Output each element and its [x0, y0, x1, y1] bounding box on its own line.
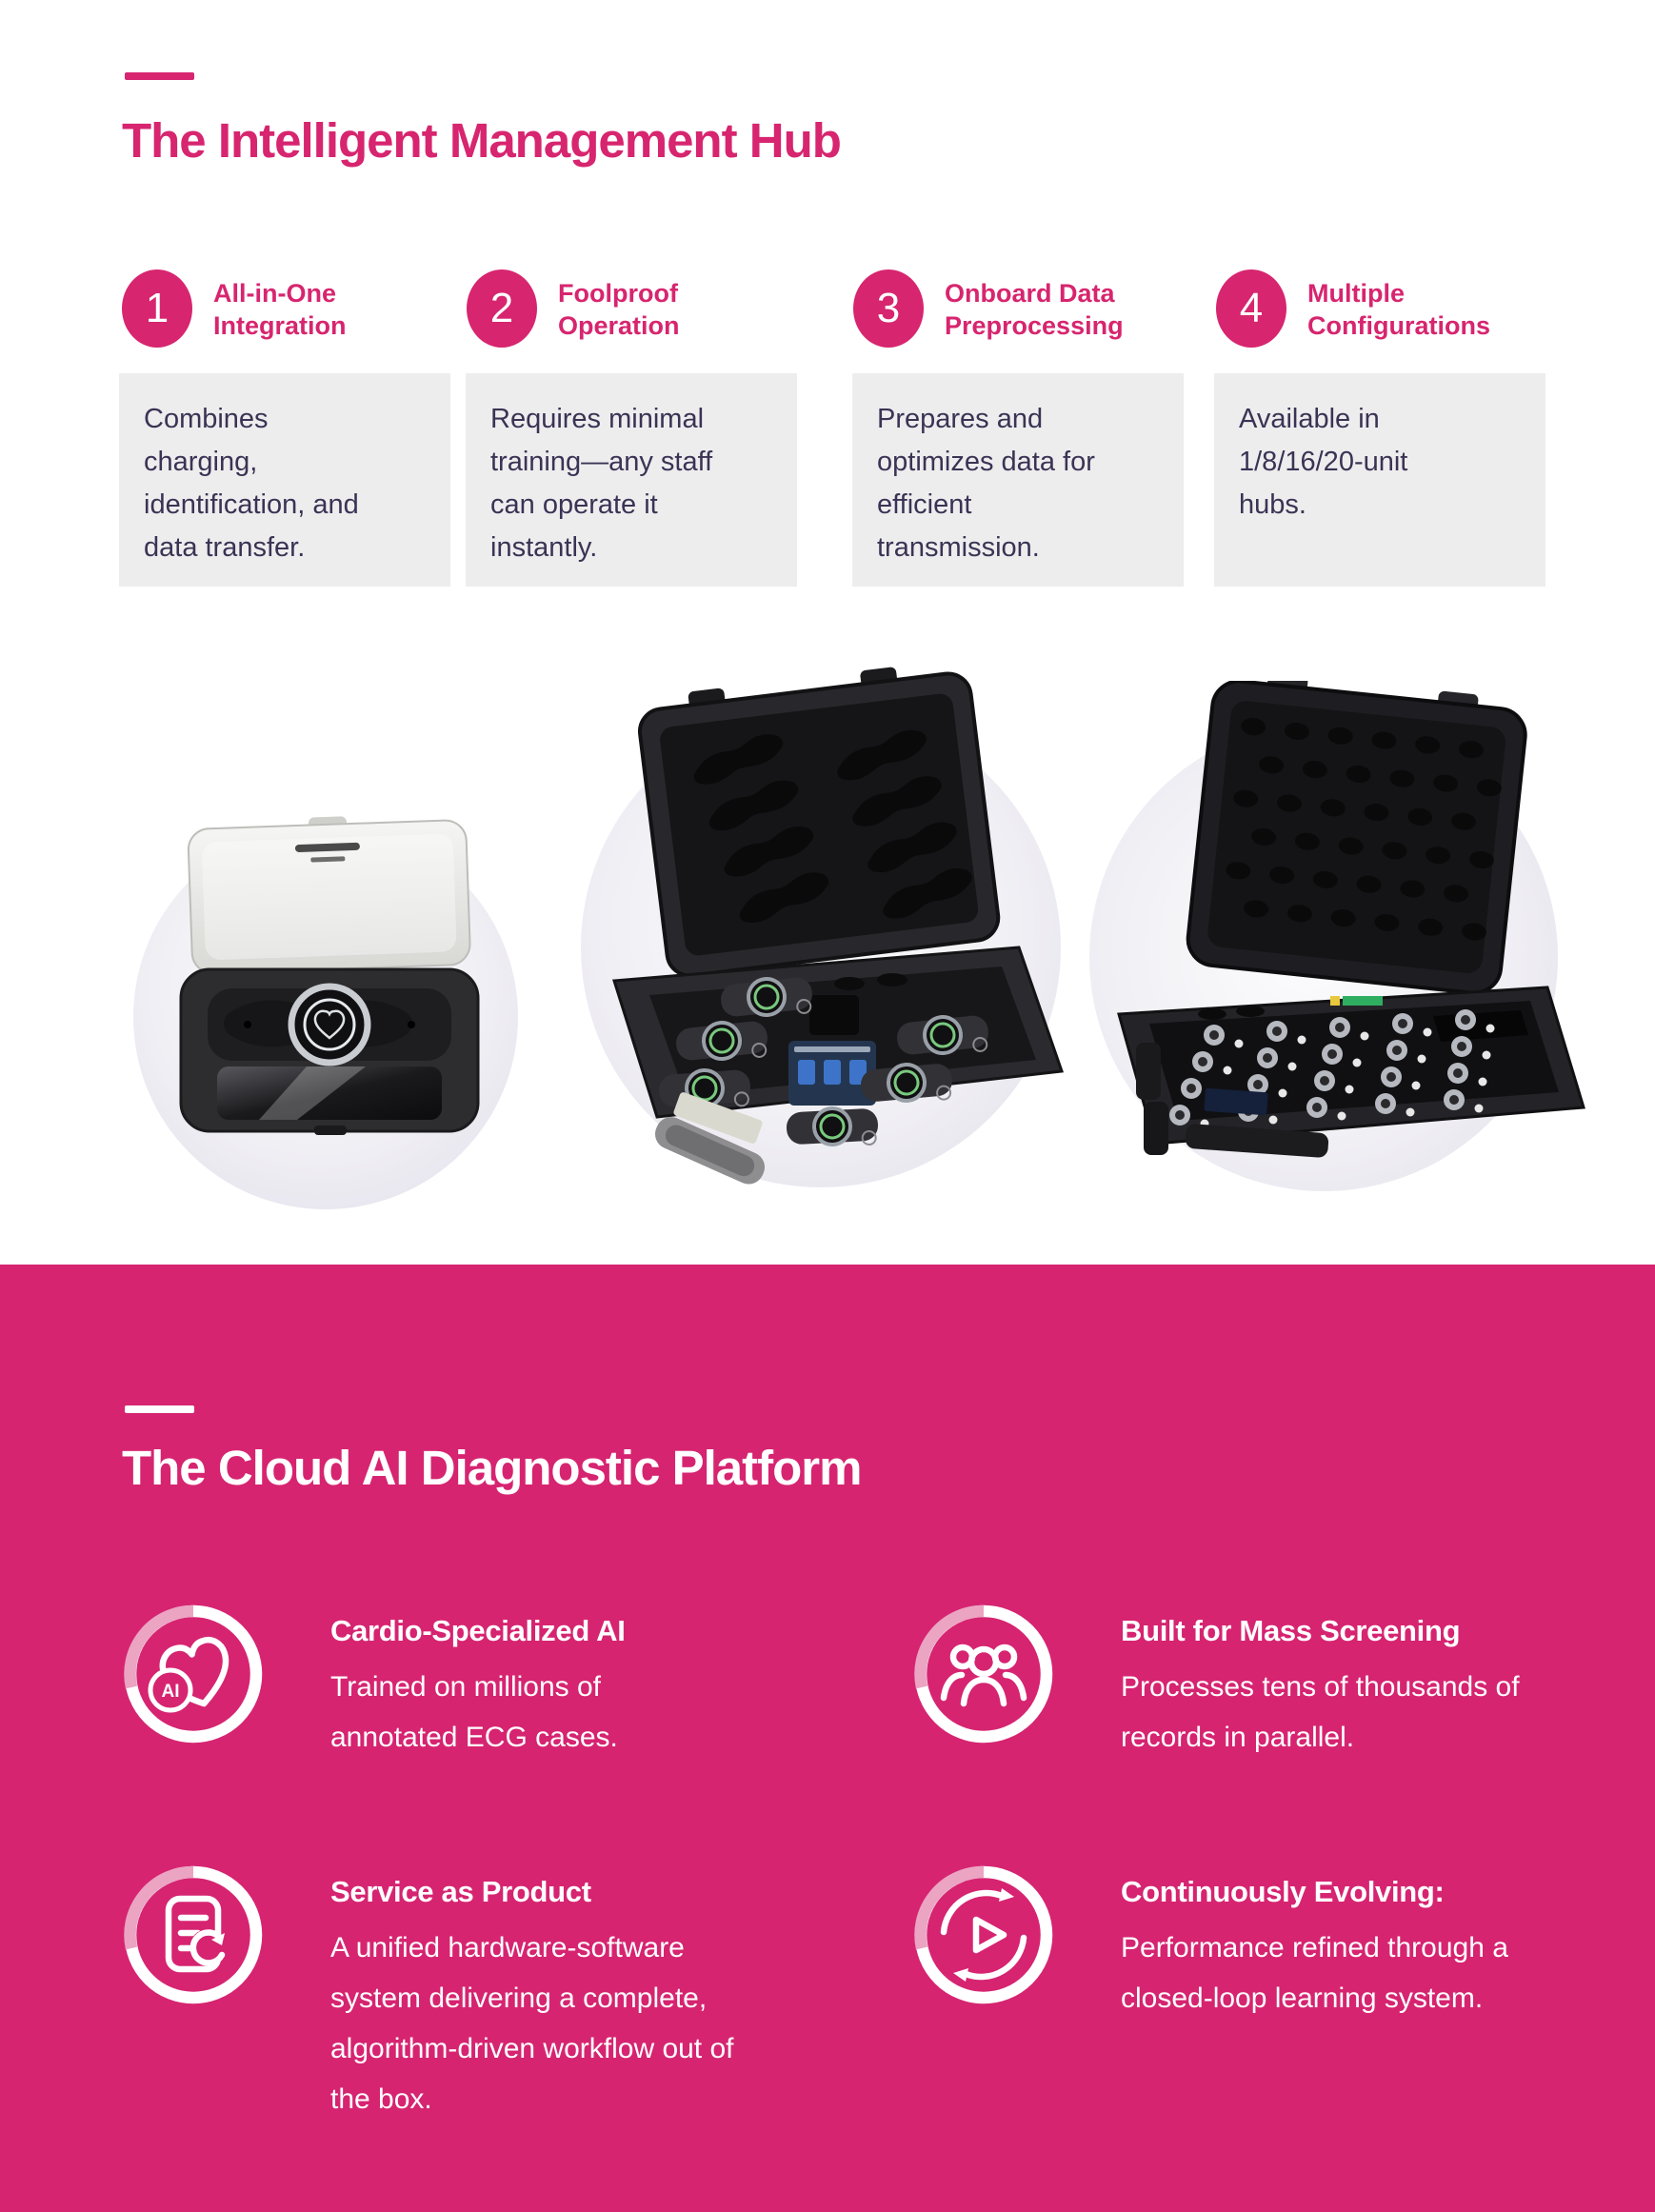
hub-feature-2: 2 Foolproof Operation: [467, 269, 680, 348]
cloud-feature-description: Trained on millions of annotated ECG cas…: [330, 1671, 618, 1753]
cloud-section-title: The Cloud AI Diagnostic Platform: [122, 1441, 862, 1495]
cloud-feature-1: Cardio-Specialized AI Trained on million…: [330, 1614, 659, 1763]
hub-feature-1: 1 All-in-One Integration: [122, 269, 347, 348]
hub-section-title: The Intelligent Management Hub: [122, 113, 842, 168]
feature-description: Available in 1/8/16/20-unit hubs.: [1239, 404, 1408, 520]
hub-feature-3: 3 Onboard Data Preprocessing: [853, 269, 1124, 348]
cloud-feature-3: Service as Product A unified hardware-so…: [330, 1875, 748, 2124]
cloud-feature-title: Cardio-Specialized AI: [330, 1614, 626, 1647]
feature-description: Requires minimal training—any staff can …: [490, 404, 713, 563]
cloud-feature-title: Built for Mass Screening: [1121, 1614, 1461, 1647]
cloud-feature-description: A unified hardware-software system deliv…: [330, 1932, 734, 2115]
feature-number-badge: 3: [853, 269, 924, 348]
continuously-evolving-icon: [912, 1863, 1055, 2006]
feature-title: Foolproof Operation: [558, 279, 680, 340]
product-photo-20-unit-hub: [1089, 681, 1585, 1191]
svg-text:AI: AI: [162, 1682, 180, 1702]
feature-description-card: Prepares and optimizes data for efficien…: [852, 373, 1184, 587]
product-photo-8-unit-hub: [581, 667, 1065, 1187]
service-as-product-icon: [122, 1863, 265, 2006]
feature-title: Onboard Data Preprocessing: [945, 279, 1124, 340]
cloud-feature-title: Service as Product: [330, 1875, 591, 1908]
cloud-feature-description: Processes tens of thousands of records i…: [1121, 1671, 1520, 1753]
feature-description-card: Available in 1/8/16/20-unit hubs.: [1214, 373, 1545, 587]
cloud-section-background: [0, 1265, 1655, 2212]
feature-description-card: Requires minimal training—any staff can …: [466, 373, 797, 587]
cardio-ai-icon: AI: [122, 1603, 265, 1745]
cloud-feature-title: Continuously Evolving:: [1121, 1875, 1445, 1908]
feature-description-card: Combines charging, identification, and d…: [119, 373, 450, 587]
section-dash: [125, 72, 194, 80]
cloud-feature-2: Built for Mass Screening Processes tens …: [1121, 1614, 1521, 1763]
hub-feature-4: 4 Multiple Configurations: [1216, 269, 1490, 348]
feature-number-badge: 1: [122, 269, 192, 348]
feature-description: Prepares and optimizes data for efficien…: [877, 404, 1095, 563]
feature-description: Combines charging, identification, and d…: [144, 404, 359, 563]
mass-screening-icon: [912, 1603, 1055, 1745]
cloud-feature-description: Performance refined through a closed-loo…: [1121, 1932, 1508, 2014]
cloud-feature-4: Continuously Evolving: Performance refin…: [1121, 1875, 1530, 2023]
feature-title: Multiple Configurations: [1307, 279, 1490, 340]
feature-number-badge: 2: [467, 269, 537, 348]
feature-number-badge: 4: [1216, 269, 1286, 348]
product-photo-single-unit-hub: [133, 816, 518, 1209]
feature-title: All-in-One Integration: [213, 279, 347, 340]
section-dash: [125, 1405, 194, 1413]
